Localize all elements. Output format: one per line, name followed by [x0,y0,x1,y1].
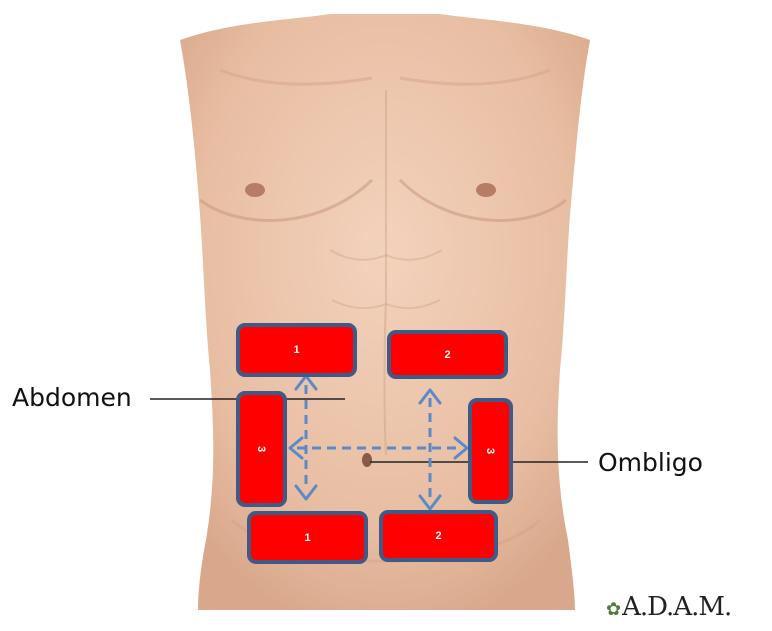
zone-label: 1 [304,532,310,544]
logo-text: A.D.A.M. [622,592,731,622]
zone-upper-left: 1 [236,323,357,377]
zone-lower-left: 1 [247,511,368,564]
zone-label: 3 [485,448,497,454]
zone-lower-right: 2 [379,510,498,562]
zone-label: 2 [444,349,450,361]
left-nipple [245,183,265,197]
zone-upper-right: 2 [387,330,508,379]
leaf-icon: ✿ [606,599,620,620]
zone-label: 2 [435,530,441,542]
navel-label: Ombligo [598,448,703,477]
abdomen-label: Abdomen [12,383,132,412]
adam-logo: ✿A.D.A.M. [606,592,731,622]
zone-side-right: 3 [468,398,513,504]
zone-side-left: 3 [236,391,287,507]
navel [362,453,372,467]
zone-label: 3 [256,446,268,452]
right-nipple [476,183,496,197]
zone-label: 1 [293,344,299,356]
